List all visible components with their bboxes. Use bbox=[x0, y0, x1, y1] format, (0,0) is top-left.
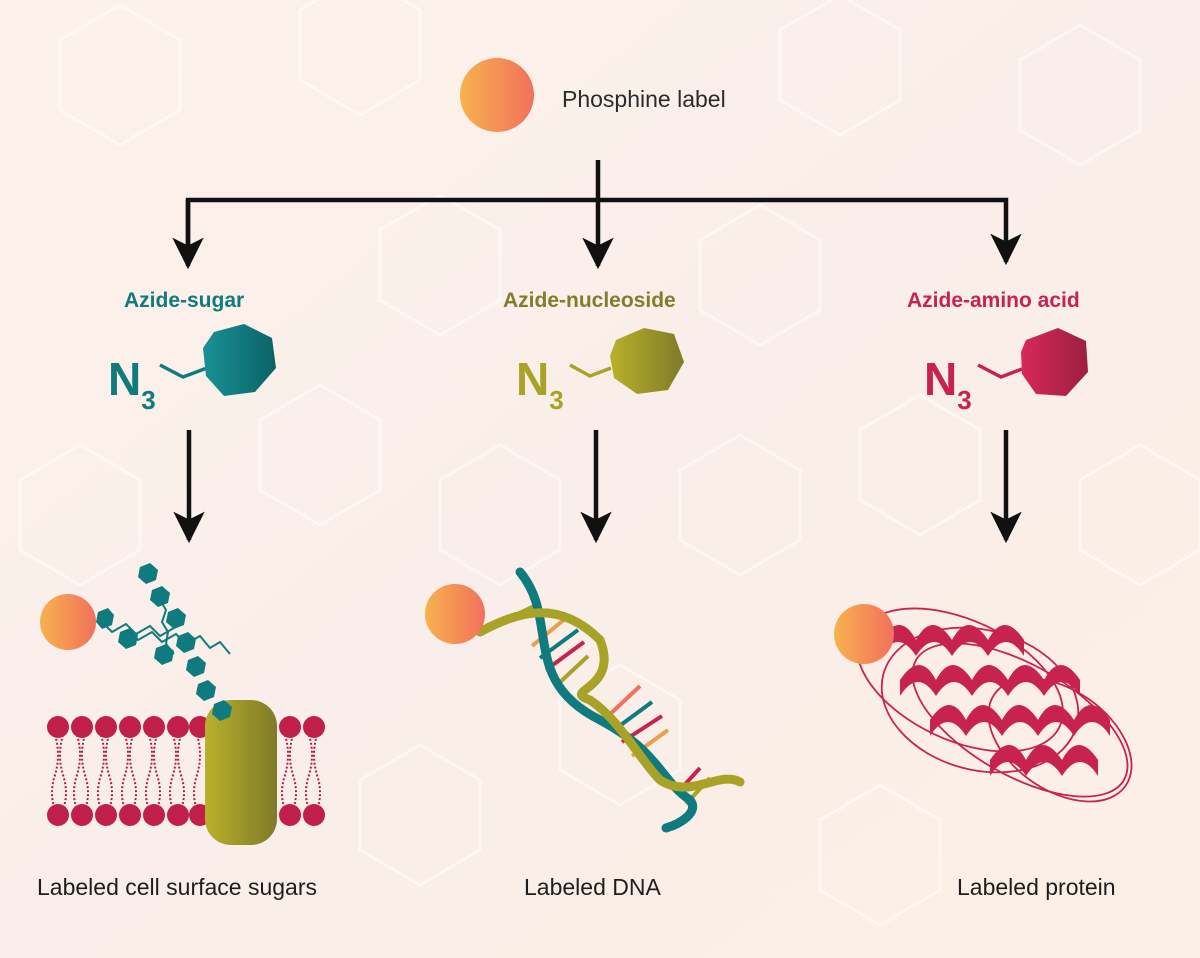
protein-helices bbox=[880, 625, 1110, 776]
azide-nucleoside-molecule bbox=[569, 328, 684, 394]
dna-phosphine-circle bbox=[425, 584, 485, 644]
sugar-chain bbox=[96, 563, 232, 721]
protein-phosphine-circle bbox=[834, 604, 894, 664]
azide-nucleoside-title: Azide-nucleoside bbox=[503, 289, 676, 312]
membrane-heads-top bbox=[47, 716, 325, 738]
azide-amino-acid-molecule bbox=[977, 328, 1088, 396]
formula-main: N bbox=[516, 353, 550, 405]
transmembrane-protein bbox=[205, 700, 277, 845]
formula-sub: 3 bbox=[141, 385, 156, 415]
hexagon-pattern bbox=[18, 0, 1200, 927]
protein-structure bbox=[856, 607, 1133, 803]
formula-sub: 3 bbox=[957, 385, 972, 415]
phosphine-label: Phosphine label bbox=[562, 86, 726, 112]
azide-sugar-formula: N3 bbox=[108, 352, 156, 415]
sugar-phosphine-circle bbox=[40, 594, 96, 650]
azide-amino-acid-formula: N3 bbox=[924, 352, 972, 415]
connector-arrows bbox=[172, 160, 1022, 544]
phosphine-circle bbox=[460, 58, 534, 132]
caption-dna: Labeled DNA bbox=[524, 874, 661, 900]
dna-strand-olive bbox=[475, 608, 745, 792]
formula-main: N bbox=[924, 353, 958, 405]
caption-protein: Labeled protein bbox=[957, 874, 1116, 900]
caption-cell-surface-sugars: Labeled cell surface sugars bbox=[37, 874, 317, 900]
azide-sugar-molecule bbox=[159, 324, 276, 396]
azide-sugar-title: Azide-sugar bbox=[124, 289, 245, 312]
azide-amino-acid-title: Azide-amino acid bbox=[907, 289, 1080, 312]
formula-sub: 3 bbox=[549, 385, 564, 415]
formula-main: N bbox=[108, 353, 142, 405]
dna-helix bbox=[475, 567, 745, 833]
azide-nucleoside-formula: N3 bbox=[516, 352, 564, 415]
membrane-tails bbox=[51, 734, 321, 811]
